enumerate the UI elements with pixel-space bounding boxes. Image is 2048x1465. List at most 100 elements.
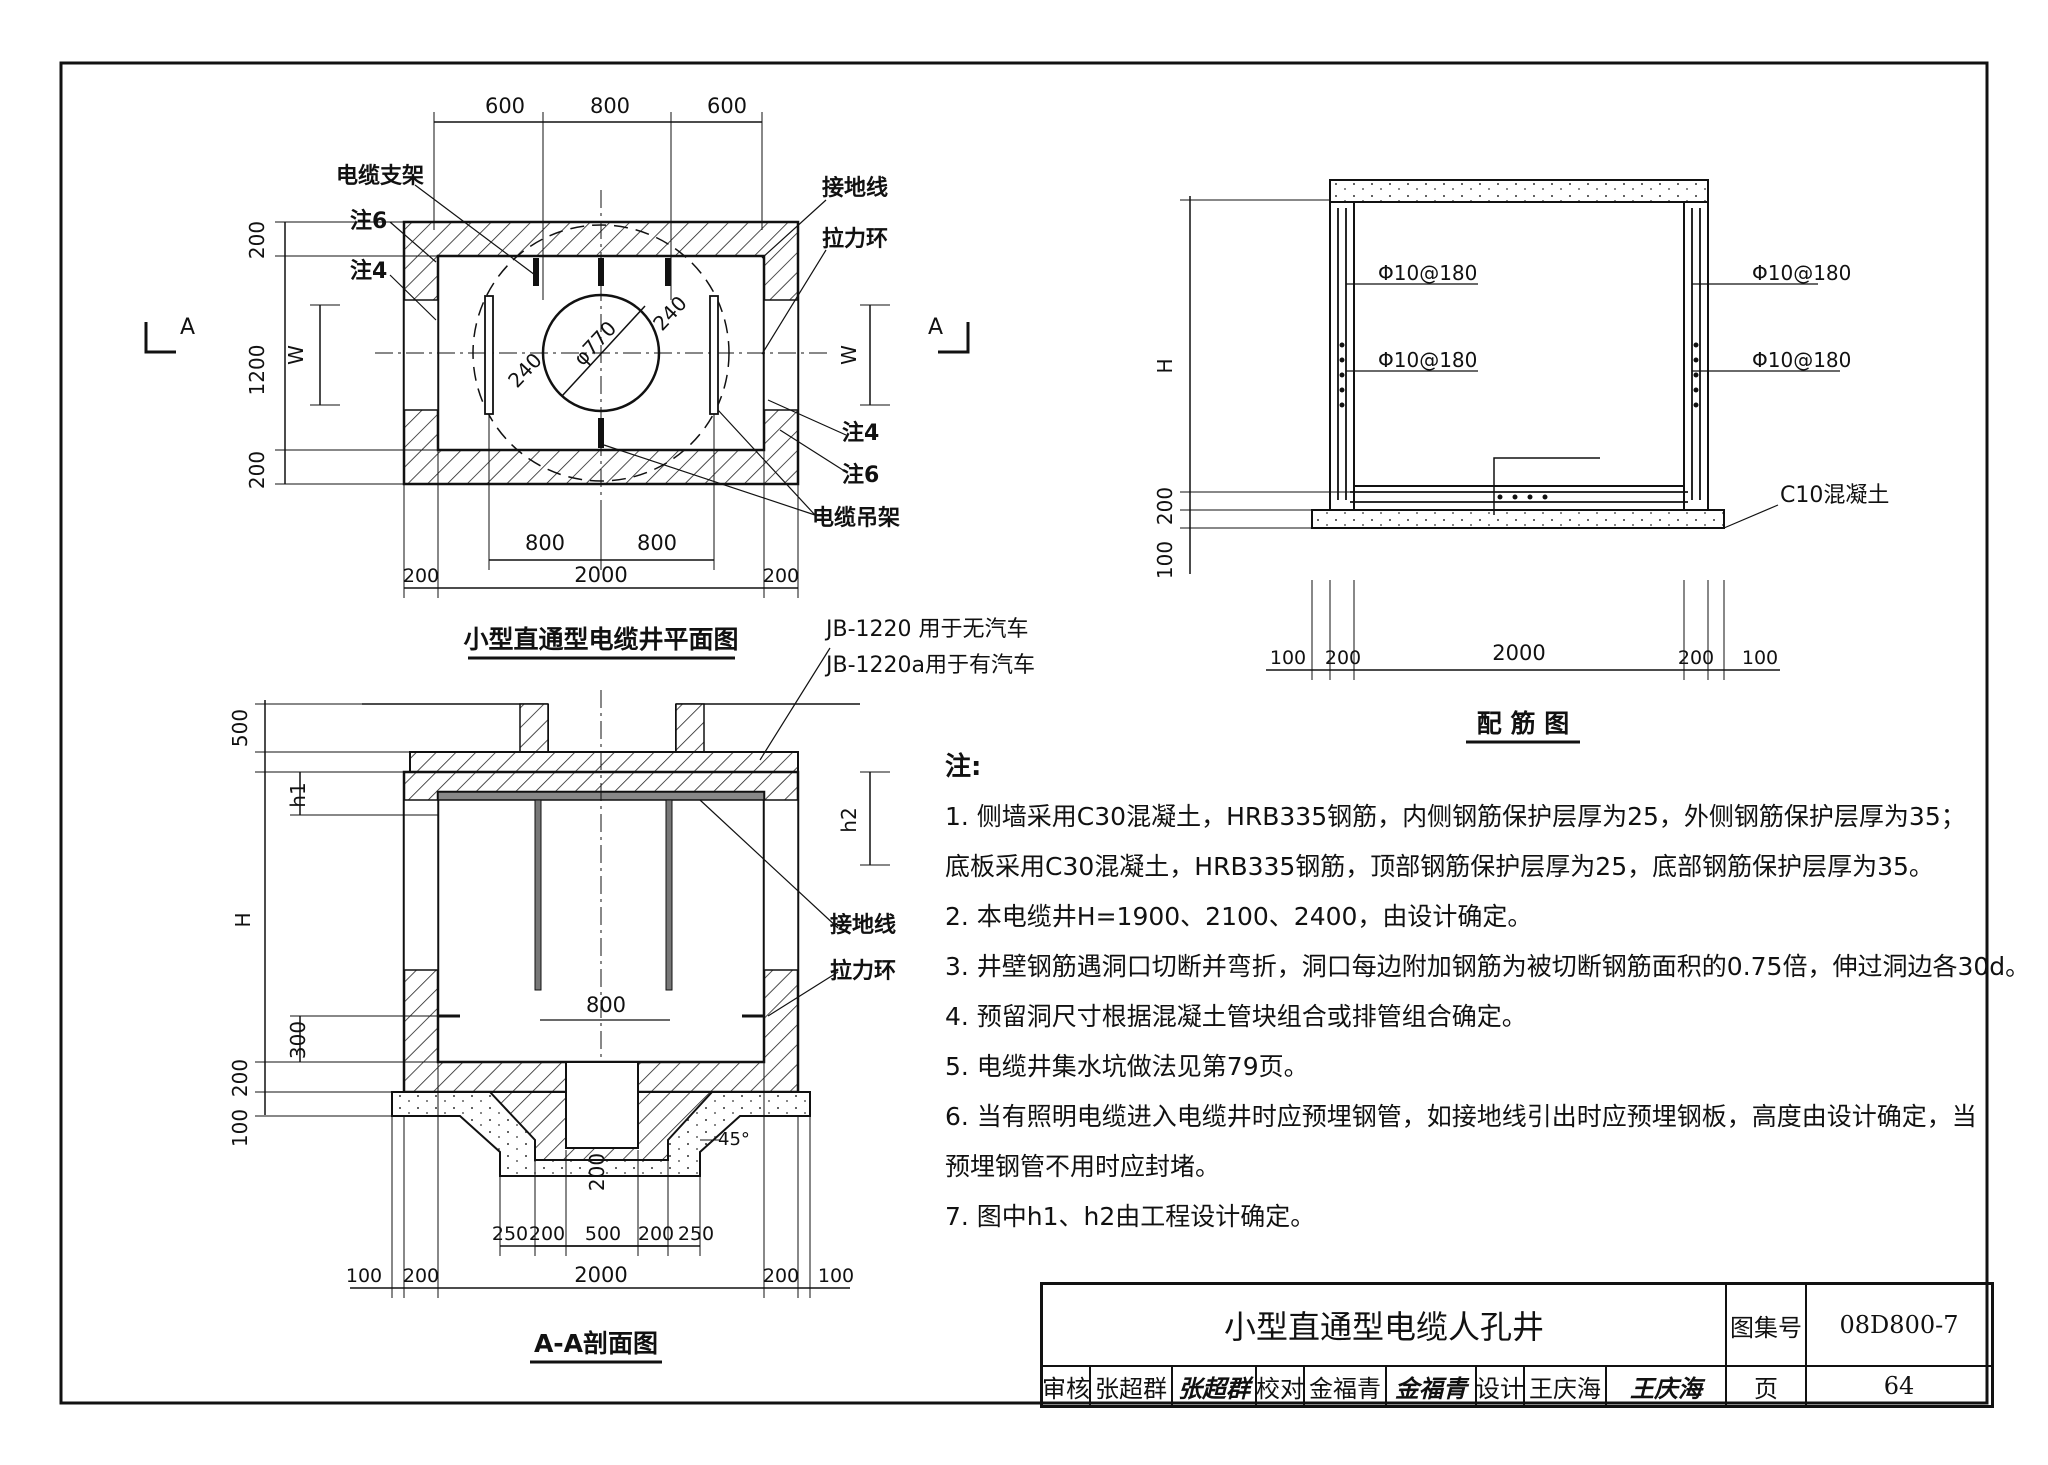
note-line: 4. 预留洞尺寸根据混凝土管块组合或排管组合确定。	[945, 1002, 1527, 1031]
plan-dim-inner: 800	[637, 531, 677, 555]
rebar-base	[1311, 509, 1725, 529]
drawing-title: 小型直通型电缆人孔井	[1043, 1285, 1727, 1367]
rebar-wall-left	[1329, 201, 1355, 511]
rebar-title: 配 筋 图	[1477, 709, 1569, 738]
plan-dim-inner: 800	[525, 531, 565, 555]
section-dim-bottom: 200	[403, 1265, 439, 1287]
section-title: A-A剖面图	[534, 1329, 658, 1358]
reviewer-name: 张超群	[1091, 1367, 1173, 1405]
section-dim-sump: 200	[529, 1223, 565, 1245]
plan-w-right: W	[837, 345, 861, 365]
note-line: 预埋钢管不用时应封堵。	[945, 1152, 1221, 1181]
cover-label-2: JB-1220a用于有汽车	[824, 653, 1035, 678]
section-neck	[519, 703, 705, 753]
label-pull-ring-sec: 拉力环	[830, 958, 896, 984]
plan-dim-bottom: 200	[403, 565, 439, 587]
plan-dim-top: 800	[590, 94, 630, 118]
plan-bracket	[665, 258, 671, 286]
review-label: 审核	[1043, 1367, 1091, 1405]
section-dim-bottom: 100	[346, 1265, 382, 1287]
section-view: JB-1220 用于无汽车 JB-1220a用于有汽车 500 h1 H 300…	[228, 617, 1035, 1364]
section-dim-sump: 500	[585, 1223, 621, 1245]
note-line: 7. 图中h1、h2由工程设计确定。	[945, 1202, 1316, 1231]
notes: 注: 1. 侧墙采用C30混凝土，HRB335钢筋，内侧钢筋保护层厚为25，外侧…	[945, 742, 2031, 1242]
section-dim-left: 200	[228, 1059, 252, 1097]
section-cover-slab	[409, 751, 799, 773]
rebar-dim-left: H	[1153, 358, 1177, 373]
rebar-wall-right	[1683, 201, 1709, 511]
rebar-dim-bottom: 2000	[1492, 641, 1545, 665]
notes-heading: 注:	[945, 752, 982, 782]
checker-name: 金福青	[1305, 1367, 1387, 1405]
rebar-dim-bottom: 200	[1678, 647, 1714, 669]
rebar-label: Φ10@180	[1752, 348, 1851, 372]
plan-bracket	[598, 258, 604, 286]
plan-bracket	[533, 258, 539, 286]
rebar-dim-bottom: 200	[1325, 647, 1361, 669]
plan-dim-left: 200	[245, 451, 269, 489]
plan-title: 小型直通型电缆井平面图	[463, 625, 738, 654]
section-dim-left: 100	[228, 1109, 252, 1147]
section-h2: h2	[837, 807, 861, 832]
plan-dim-top: 600	[707, 94, 747, 118]
label-note4: 注4	[350, 258, 387, 284]
note-line: 3. 井壁钢筋遇洞口切断并弯折，洞口每边附加钢筋为被切断钢筋面积的0.75倍，伸…	[945, 952, 2031, 981]
section-hanger	[665, 799, 673, 991]
section-dim-left: h1	[286, 782, 310, 807]
checker-signature: 金福青	[1387, 1367, 1477, 1405]
section-mark-left: A	[180, 315, 195, 340]
plan-hanger	[709, 295, 719, 415]
section-hanger	[534, 799, 542, 991]
rebar-dim-bottom: 100	[1270, 647, 1306, 669]
section-dim-bottom: 200	[763, 1265, 799, 1287]
plan-view: 600 800 600 200 1200 200 W W φ770 240 24…	[144, 94, 970, 660]
rebar-label: Φ10@180	[1752, 261, 1851, 285]
plan-dim-left: 1200	[245, 345, 269, 396]
rebar-dim-left: 100	[1153, 541, 1177, 579]
section-dim-bottom: 2000	[574, 1263, 627, 1287]
cover-label-1: JB-1220 用于无汽车	[824, 617, 1029, 642]
atlas-number: 08D800-7	[1807, 1285, 1991, 1367]
label-note6: 注6	[350, 208, 387, 234]
rebar-label: Φ10@180	[1378, 261, 1477, 285]
reviewer-signature: 张超群	[1173, 1367, 1257, 1405]
atlas-label: 图集号	[1727, 1285, 1807, 1367]
section-inner-dim: 800	[586, 993, 626, 1017]
section-dim-left: 300	[286, 1021, 310, 1059]
section-angle: 45°	[718, 1129, 750, 1150]
label-ground-wire: 接地线	[822, 175, 888, 201]
plan-dim-bottom: 2000	[574, 563, 627, 587]
label-pull-ring: 拉力环	[822, 226, 888, 252]
plan-duct-right	[763, 299, 799, 411]
sheet-border	[59, 61, 1989, 1405]
note-line: 6. 当有照明电缆进入电缆井时应预埋钢管，如接地线引出时应预埋钢板，高度由设计确…	[945, 1102, 1977, 1131]
section-dim-sump: 250	[678, 1223, 714, 1245]
page-number: 64	[1883, 1372, 1915, 1400]
label-cable-hanger: 电缆吊架	[812, 505, 900, 531]
page-label: 页	[1727, 1367, 1807, 1405]
plan-bracket	[598, 418, 604, 448]
section-sump-dim: 200	[585, 1153, 609, 1191]
plan-duct-left	[403, 299, 439, 411]
check-label: 校对	[1257, 1367, 1305, 1405]
rebar-dim-bottom: 100	[1742, 647, 1778, 669]
plan-offset-label: 240	[503, 348, 547, 392]
section-dim-left: 500	[228, 709, 252, 747]
plan-dim-top: 600	[485, 94, 525, 118]
design-label: 设计	[1477, 1367, 1525, 1405]
note-line: 2. 本电缆井H=1900、2100、2400，由设计确定。	[945, 902, 1533, 931]
section-dim-left: H	[231, 912, 255, 927]
title-block: 小型直通型电缆人孔井 图集号 08D800-7 审核 张超群 张超群 校对 金福…	[1040, 1282, 1994, 1408]
section-dim-sump: 200	[638, 1223, 674, 1245]
plan-hanger	[484, 295, 494, 415]
note-line: 5. 电缆井集水坑做法见第79页。	[945, 1052, 1309, 1081]
plan-dim-left: 200	[245, 221, 269, 259]
rebar-view: Φ10@180 Φ10@180 Φ10@180 Φ10@180 C10混凝土 H…	[1153, 179, 1889, 744]
rebar-label: Φ10@180	[1378, 348, 1477, 372]
note-line: 底板采用C30混凝土，HRB335钢筋，顶部钢筋保护层厚为25，底部钢筋保护层厚…	[945, 852, 1934, 881]
label-ground-wire-sec: 接地线	[830, 912, 896, 938]
label-cable-bracket: 电缆支架	[336, 163, 424, 189]
section-mark-right: A	[928, 315, 943, 340]
plan-w-left: W	[284, 345, 308, 365]
